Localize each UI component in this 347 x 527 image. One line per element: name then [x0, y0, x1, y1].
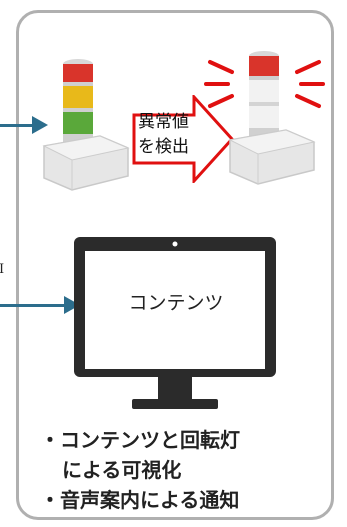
flash-rays-icon [204, 60, 325, 108]
input-connector-top [0, 124, 34, 127]
anomaly-text-line1: 異常値 [138, 112, 189, 132]
signal-tower-normal [42, 59, 130, 191]
feature-visualization: ・コンテンツと回転灯 [40, 428, 240, 452]
feature-voice-notification: ・音声案内による通知 [40, 488, 240, 512]
input-arrowhead-top [32, 116, 48, 134]
feature-list: ・コンテンツと回転灯 による可視化 ・音声案内による通知 [40, 425, 330, 515]
anomaly-detected-arrow [132, 95, 235, 183]
input-connector-bottom [0, 304, 66, 307]
anomaly-text-line2: を検出 [138, 137, 189, 157]
anomaly-detected-text: 異常値 を検出 [138, 110, 204, 160]
left-edge-label: I [0, 262, 5, 277]
signal-tower-alert [204, 51, 325, 185]
feature-visualization-cont: による可視化 [62, 458, 182, 482]
monitor-icon [74, 237, 276, 409]
screen-content-label: コンテンツ [128, 292, 224, 314]
